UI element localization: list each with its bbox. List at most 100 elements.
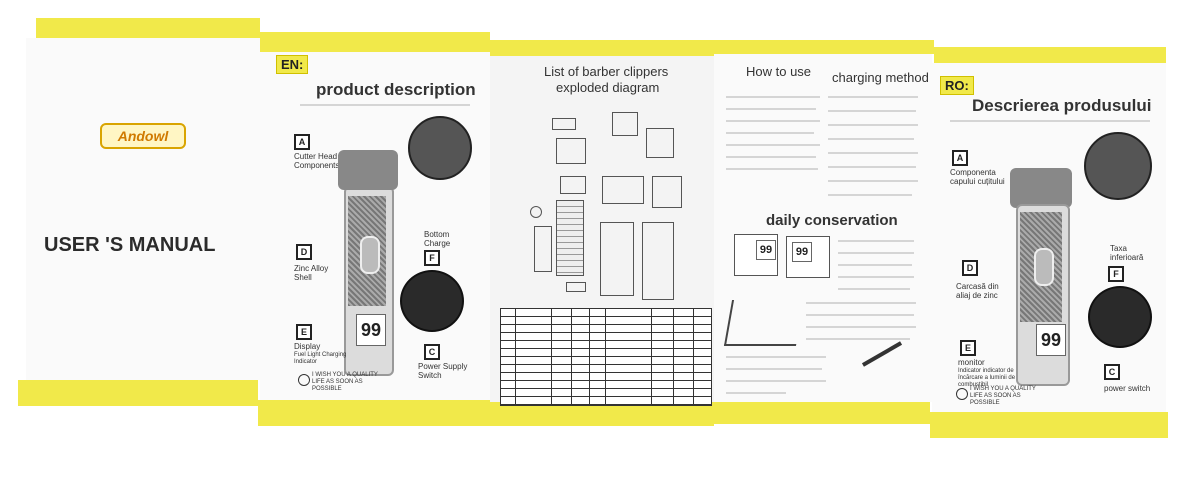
daily-text-line: [726, 392, 786, 394]
charging-text-line: [828, 138, 914, 140]
parts-table-col: [571, 309, 572, 405]
exploded-part-5: [612, 112, 638, 136]
parts-table-col: [589, 309, 590, 405]
daily-text-line: [726, 368, 822, 370]
daily-text-line: [838, 276, 914, 278]
band-top-cover: [36, 18, 260, 38]
exploded-part-9: [600, 222, 634, 296]
diagram-heading-2: exploded diagram: [556, 80, 660, 95]
band-bottom-ro: [930, 412, 1168, 438]
exploded-part-13: [566, 282, 586, 292]
exploded-part-7: [602, 176, 644, 204]
parts-table-col: [515, 309, 516, 405]
daily-text-line: [838, 252, 914, 254]
daily-text-line: [838, 288, 910, 290]
parts-table-col: [673, 309, 674, 405]
ro-wish-icon: [956, 388, 968, 400]
charging-text-line: [828, 110, 916, 112]
howto-text-line: [726, 120, 820, 122]
en-label-display: Display: [294, 342, 321, 351]
en-badge-shell: D: [296, 244, 312, 260]
ro-label-display-sub: Indicator indicator de încărcare a lumin…: [958, 368, 1016, 388]
parts-table-col: [551, 309, 552, 405]
en-badge-charge: F: [424, 250, 440, 266]
en-charge-zoom: [400, 270, 464, 332]
parts-table-col: [605, 309, 606, 405]
band-top-en: [260, 32, 490, 52]
cleaning-illustration: [723, 300, 805, 346]
howto-text-line: [726, 108, 816, 110]
en-wish-icon: [298, 374, 310, 386]
ro-display-screen: 99: [1036, 324, 1066, 356]
en-cutter-zoom: [408, 116, 472, 180]
ro-badge-switch: C: [1104, 364, 1120, 380]
en-badge-cutter: A: [294, 134, 310, 150]
charging-heading: charging method: [832, 70, 929, 85]
band-bottom-en: [258, 400, 490, 426]
ro-label-switch: power switch: [1104, 384, 1151, 393]
ro-badge-shell: D: [962, 260, 978, 276]
en-display-screen: 99: [356, 314, 386, 346]
exploded-part-6: [646, 128, 674, 158]
ro-label-display: monitor: [958, 358, 985, 367]
ro-clipper-head: [1010, 168, 1072, 208]
howto-text-line: [726, 132, 814, 134]
diagram-heading-1: List of barber clippers: [544, 64, 669, 79]
charging-text-line: [828, 96, 918, 98]
en-clipper-button: [360, 236, 380, 274]
ro-lang-tag: RO:: [940, 76, 974, 95]
howto-text-line: [726, 144, 820, 146]
howto-text-line: [726, 156, 816, 158]
charge-screen-b: 99: [792, 242, 812, 262]
charging-text-line: [828, 180, 918, 182]
band-bottom-diagram: [490, 402, 714, 426]
en-wish-text: I WISH YOU A QUALITY LIFE AS SOON AS POS…: [312, 372, 378, 392]
howto-heading: How to use: [746, 64, 812, 79]
en-lang-tag: EN:: [276, 55, 309, 74]
cover-title: USER 'S MANUAL: [44, 234, 216, 256]
ro-badge-charge: F: [1108, 266, 1124, 282]
daily-text-line: [806, 326, 916, 328]
en-label-switch: Power Supply Switch: [418, 362, 468, 380]
en-label-shell: Zinc Alloy Shell: [294, 264, 329, 282]
exploded-part-12: [530, 206, 542, 218]
ro-heading-rule: [950, 120, 1150, 122]
band-bottom-cover: [18, 380, 258, 406]
parts-table: [500, 308, 712, 406]
ro-cutter-zoom: [1084, 132, 1152, 200]
charging-text-line: [828, 166, 916, 168]
en-clipper-head: [338, 150, 398, 190]
ro-clipper-button: [1034, 248, 1054, 286]
ro-charge-zoom: [1088, 286, 1152, 348]
daily-text-line: [726, 380, 826, 382]
exploded-part-4: [556, 200, 584, 276]
charging-text-line: [828, 194, 912, 196]
daily-text-line: [806, 338, 910, 340]
en-label-display-sub: Fuel Light Charging Indicator: [294, 352, 347, 365]
ro-label-cutter: Componenta capului cuțitului: [950, 168, 1005, 186]
charging-text-line: [828, 152, 918, 154]
band-top-ro: [934, 47, 1166, 63]
daily-text-line: [838, 240, 914, 242]
band-top-diagram: [490, 40, 714, 56]
daily-text-line: [806, 314, 914, 316]
exploded-part-10: [642, 222, 674, 300]
daily-text-line: [726, 356, 826, 358]
daily-text-line: [838, 264, 912, 266]
brand-logo: Andowl: [100, 123, 186, 149]
ro-heading: Descrierea produsului: [972, 96, 1152, 115]
charge-screen-a: 99: [756, 240, 776, 260]
ro-wish-text: I WISH YOU A QUALITY LIFE AS SOON AS POS…: [970, 386, 1036, 406]
ro-label-charge: Taxa inferioară: [1110, 244, 1144, 262]
parts-table-col: [651, 309, 652, 405]
ro-badge-cutter: A: [952, 150, 968, 166]
parts-table-col: [693, 309, 694, 405]
en-badge-switch: C: [424, 344, 440, 360]
exploded-part-1: [552, 118, 576, 130]
en-heading: product description: [316, 80, 476, 99]
exploded-part-2: [556, 138, 586, 164]
band-top-howto: [714, 40, 934, 54]
howto-text-line: [726, 168, 818, 170]
en-label-cutter: Cutter Head Components: [294, 152, 340, 170]
en-heading-rule: [300, 104, 470, 106]
